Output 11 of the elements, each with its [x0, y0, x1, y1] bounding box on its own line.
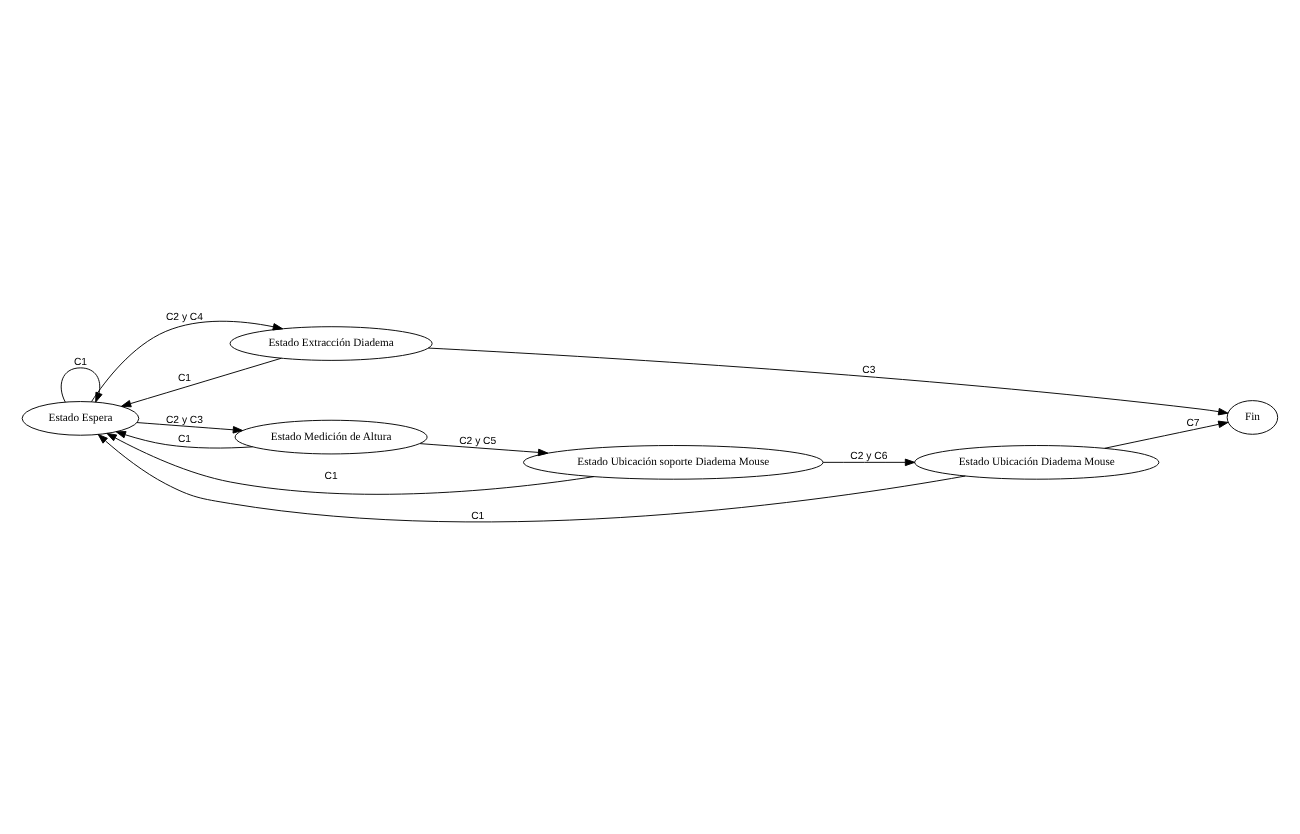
- arrow: [115, 431, 253, 449]
- arrow: [97, 434, 966, 523]
- arrow: [106, 432, 595, 495]
- arrow: [1104, 420, 1229, 449]
- arrow: [60, 367, 103, 403]
- arrow: [136, 422, 244, 434]
- arrow: [91, 320, 284, 403]
- arrow: [120, 357, 282, 408]
- arrow: [427, 347, 1229, 416]
- arrow: [822, 458, 916, 467]
- arrow: [419, 443, 549, 457]
